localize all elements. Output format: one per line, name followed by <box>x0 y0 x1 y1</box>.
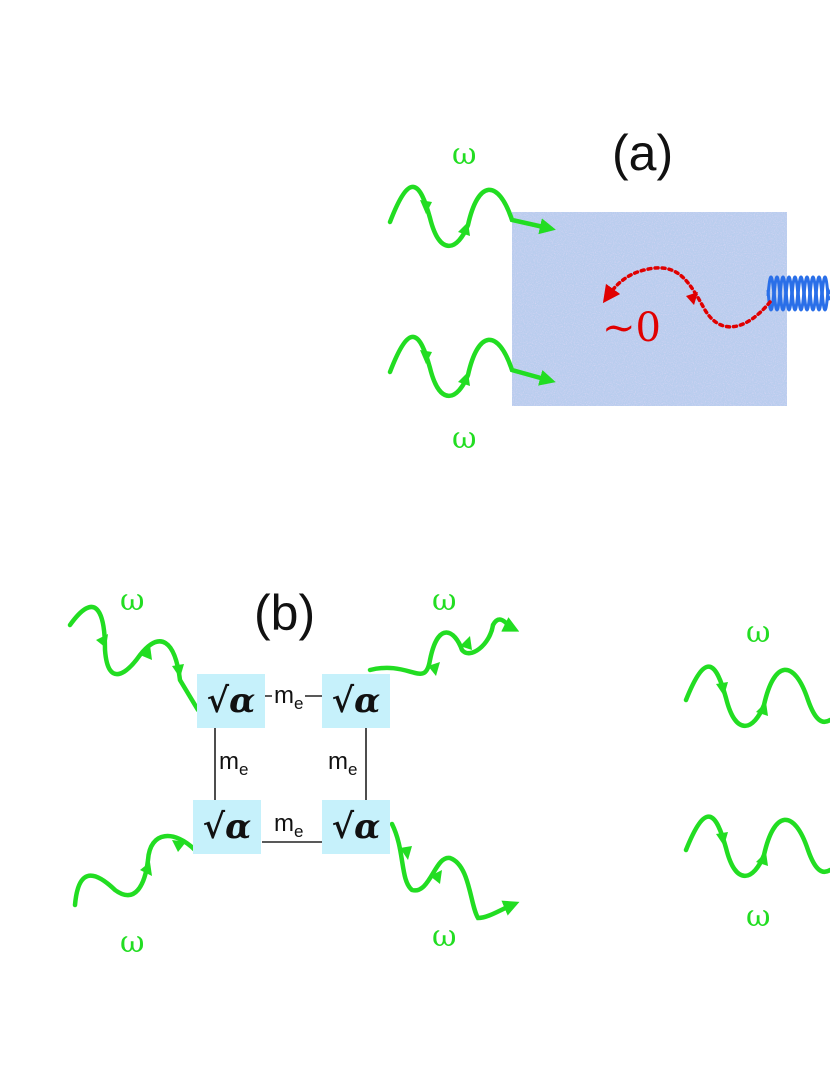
arrowhead-a-4 <box>458 372 470 386</box>
arrowhead-b-6 <box>140 862 152 876</box>
omega-b-top-left: ω <box>120 583 145 618</box>
omega-c-top: ω <box>746 615 771 650</box>
arrowhead-b-3 <box>172 664 184 678</box>
arrowhead-c-2 <box>756 702 768 716</box>
vertex-top-right: √α <box>322 674 390 728</box>
omega-a-top: ω <box>452 137 477 172</box>
dotted-photon <box>602 266 772 329</box>
arrowhead-c-3 <box>716 832 728 846</box>
omega-c-bottom: ω <box>746 899 771 934</box>
photon-b-bottom-right <box>389 821 520 921</box>
arrowhead-a-1 <box>420 200 432 214</box>
omega-a-bottom: ω <box>452 421 477 456</box>
photon-b-top-right <box>367 617 520 676</box>
photon-a-bottom <box>387 334 556 399</box>
photon-a-top <box>387 184 556 249</box>
vertex-bottom-right: √α <box>322 800 390 854</box>
arrowhead-b-5 <box>460 636 472 650</box>
arrowhead-b-7 <box>172 840 186 852</box>
arrowhead-a-2 <box>458 222 470 236</box>
arrowhead-b-4 <box>428 662 440 676</box>
approx-zero-label: ~0 <box>602 305 661 351</box>
vertex-bottom-left: √α <box>193 800 261 854</box>
omega-b-top-right: ω <box>432 583 457 618</box>
photon-c-top <box>683 664 830 729</box>
photon-b-top-left <box>67 604 201 713</box>
electron-mass-top: me <box>272 682 306 713</box>
photon-c-bottom <box>683 814 830 879</box>
electron-mass-right: me <box>328 748 358 779</box>
omega-b-bottom-left: ω <box>120 925 145 960</box>
arrowhead-b-9 <box>430 870 442 884</box>
panel-a-label: (a) <box>612 125 674 181</box>
vertex-top-left: √α <box>197 674 265 728</box>
arrowhead-c-4 <box>756 852 768 866</box>
omega-b-bottom-right: ω <box>432 919 457 954</box>
panel-b-label: (b) <box>254 585 316 641</box>
arrowhead-b-2 <box>140 645 152 660</box>
photon-b-bottom-left <box>72 833 198 908</box>
arrowhead-b-1 <box>96 634 108 648</box>
medium-texture <box>512 212 787 406</box>
dotted-photon-midarrow <box>686 292 698 305</box>
arrowhead-b-8 <box>400 846 412 860</box>
electron-mass-bottom: me <box>272 810 306 841</box>
incoming-wave-b <box>766 284 830 312</box>
electron-mass-left: me <box>219 748 249 779</box>
arrowhead-c-1 <box>716 682 728 696</box>
arrowhead-a-3 <box>420 350 432 364</box>
